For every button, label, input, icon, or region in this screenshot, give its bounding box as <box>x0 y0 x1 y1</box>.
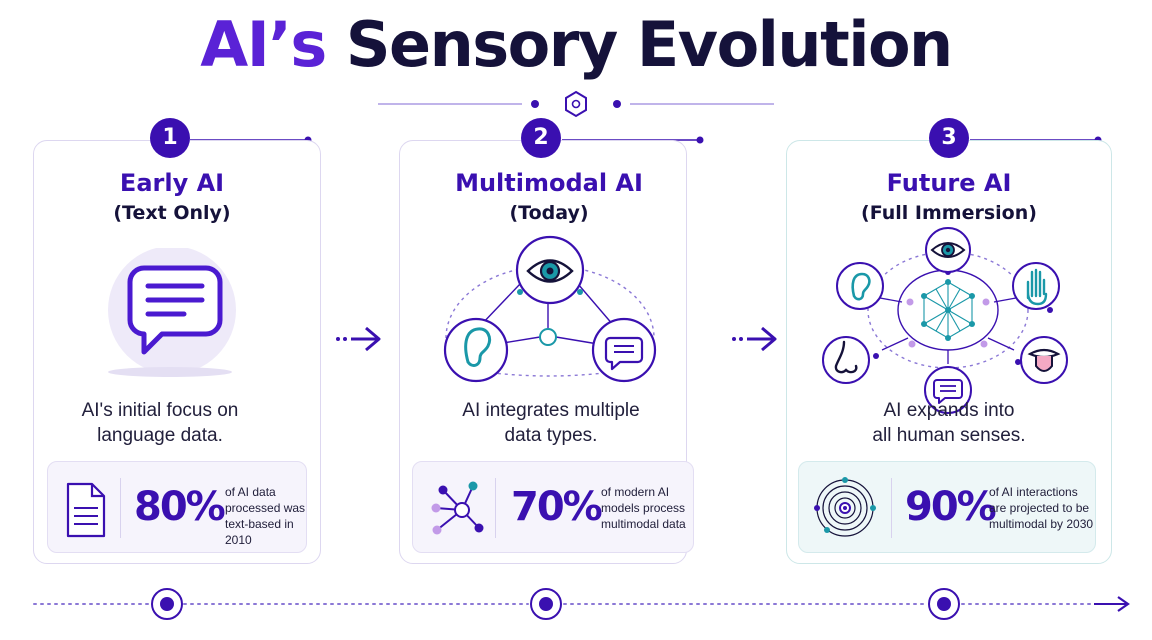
ear-icon <box>836 262 884 310</box>
arrow-right-icon <box>336 326 381 352</box>
stat-text: of AI data processed was text-based in 2… <box>225 485 306 547</box>
speech-bubble-icon <box>108 248 236 377</box>
stage-subtitle: (Text Only) <box>113 202 231 224</box>
stat-box-1: 80% of AI data processed was text-based … <box>47 461 307 553</box>
full-senses-network <box>822 227 1068 414</box>
page-title: AI’s Sensory Evolution <box>0 6 1152 84</box>
stage-title: Multimodal AI <box>455 169 643 197</box>
stat-box-2: 70% of modern AI models process multimod… <box>412 461 694 553</box>
stage-number-badge: 2 <box>521 118 561 158</box>
concentric-target-icon <box>814 477 876 537</box>
stage-title: Early AI <box>119 169 225 197</box>
stat-percent: 90% <box>905 484 997 530</box>
stat-text: of modern AI models process multimodal d… <box>601 485 686 531</box>
stage-description: AI integrates multiple data types. <box>462 400 640 446</box>
stage-subtitle: (Today) <box>509 202 589 224</box>
stat-box-3: 90% of AI interactions are projected to … <box>798 461 1096 553</box>
stage-subtitle: (Full Immersion) <box>861 202 1037 224</box>
timeline-node-1 <box>151 588 183 620</box>
chat-icon <box>924 366 972 414</box>
timeline <box>33 588 1130 620</box>
timeline-node-3 <box>928 588 960 620</box>
eye-icon <box>925 227 971 273</box>
document-icon <box>66 482 106 538</box>
title-ornament <box>378 90 774 118</box>
stage-description: AI's initial focus on language data. <box>81 400 239 446</box>
network-icon <box>431 481 484 535</box>
title-accent: AI’s <box>200 8 327 81</box>
stat-percent: 80% <box>134 484 226 530</box>
stat-text: of AI interactions are projected to be m… <box>989 485 1094 531</box>
arrow-right-icon <box>732 326 777 352</box>
hand-icon <box>1012 262 1060 310</box>
multimodal-icon-network <box>443 235 657 383</box>
chat-icon <box>591 317 657 383</box>
eye-icon <box>515 235 585 305</box>
stat-percent: 70% <box>511 484 603 530</box>
nose-icon <box>822 336 870 384</box>
stage-number-badge: 1 <box>150 118 190 158</box>
timeline-node-2 <box>530 588 562 620</box>
tongue-icon <box>1020 336 1068 384</box>
stage-title: Future AI <box>886 169 1012 197</box>
stage-description: AI expands into all human senses. <box>872 400 1026 446</box>
title-main: Sensory Evolution <box>345 8 953 81</box>
stage-number-badge: 3 <box>929 118 969 158</box>
hexagon-icon <box>565 90 587 118</box>
ear-icon <box>443 317 509 383</box>
